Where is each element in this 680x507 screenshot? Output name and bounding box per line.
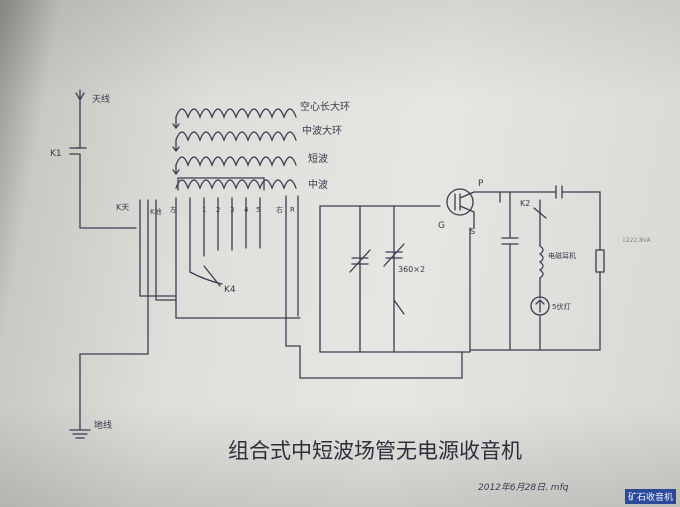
- fet-drain-source: [473, 191, 501, 229]
- drain-label: P: [478, 179, 484, 189]
- signature: 2012年6月28日. mfq: [478, 482, 569, 493]
- coil-row-4: [175, 179, 297, 190]
- tuning-frame: [319, 205, 471, 353]
- bulb-label: 5伏灯: [552, 302, 570, 311]
- coil-arrow-2: [172, 139, 180, 153]
- earphone-label: 电磁耳机: [548, 251, 576, 260]
- k4-label: K4: [224, 285, 236, 295]
- tap-label-0: 左: [170, 205, 177, 214]
- variable-capacitor-1: [349, 249, 371, 273]
- k-ant-label: K天: [116, 203, 129, 212]
- antenna-symbol: [75, 89, 85, 105]
- tap-label-2: 2: [216, 206, 220, 214]
- fet-leads: [454, 191, 475, 213]
- freq-label-3: 短波: [308, 152, 328, 165]
- variable-capacitor-2: [383, 243, 405, 267]
- coil-arrow-1: [172, 116, 180, 130]
- bottom-bus-1: [139, 295, 301, 319]
- ground-label: 地线: [94, 419, 112, 431]
- earphone-coil: [538, 245, 544, 279]
- site-watermark: 矿石收音机: [624, 489, 676, 504]
- source-label: S: [470, 227, 475, 236]
- capacitor-label: 360×2: [398, 265, 425, 274]
- output-capacitor: [555, 185, 601, 251]
- bypass-capacitor: [501, 191, 519, 351]
- tap-label-7: R: [290, 206, 295, 214]
- k-ground-label: K地: [150, 207, 162, 216]
- tap-label-3: 3: [230, 206, 234, 214]
- bottom-return-line: [299, 345, 463, 379]
- k1-label: K1: [50, 149, 62, 159]
- gate-label: G: [438, 221, 445, 231]
- k1-element: [69, 139, 81, 229]
- cap-switch: [393, 299, 405, 315]
- coil-row-1: [175, 108, 297, 119]
- coil-row-2: [175, 131, 297, 142]
- coil-bracket: [177, 177, 265, 191]
- bulb-arrow: [535, 299, 545, 313]
- coil-arrow-3: [172, 164, 180, 176]
- tap-label-6: 右: [276, 205, 283, 214]
- freq-label-2: 中波大环: [302, 124, 342, 137]
- antenna-label: 天线: [92, 93, 110, 105]
- ground-wire: [79, 295, 149, 431]
- tap-label-1: 1: [202, 206, 206, 214]
- ground-symbol: [69, 429, 91, 439]
- switch-k-ant-wires: [139, 199, 157, 301]
- freq-label-4: 中波: [308, 178, 328, 191]
- k4-arc: [189, 271, 223, 285]
- k4-arrow: [203, 265, 221, 287]
- tap-label-5: 5: [256, 206, 260, 214]
- earphone-speaker: [595, 249, 605, 273]
- fet-transistor: [446, 188, 474, 216]
- k2-label: K2: [520, 199, 530, 208]
- diagram-title: 组合式中短波场管无电源收音机: [228, 439, 522, 463]
- tap-wires: [175, 197, 261, 301]
- side-watermark: 1222.8VA: [622, 237, 652, 244]
- k2-switch: [533, 207, 547, 219]
- band-switch-wires: [285, 195, 299, 317]
- bottom-bus-2: [285, 315, 301, 347]
- freq-label-1: 空心长大环: [300, 100, 350, 113]
- right-return: [469, 271, 601, 351]
- coil-row-3: [175, 156, 297, 167]
- cap-branches: [359, 205, 395, 353]
- tap-label-4: 4: [244, 206, 249, 214]
